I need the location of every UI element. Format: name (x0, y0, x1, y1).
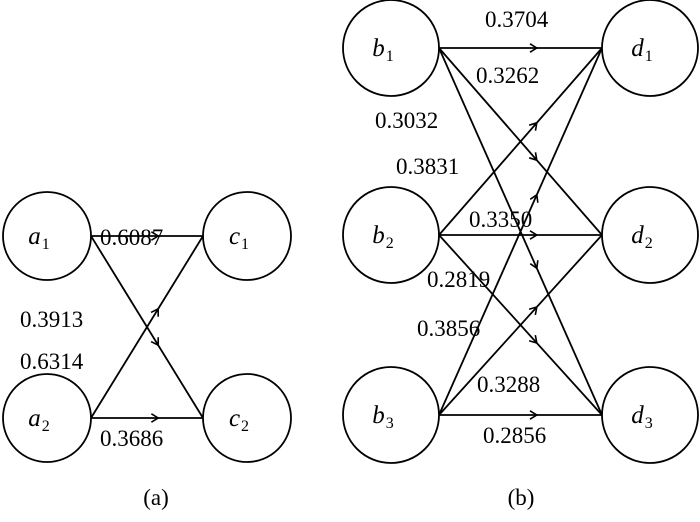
node-letter: a (28, 405, 41, 432)
node-c1: c1 (202, 191, 292, 281)
arrow-icon (529, 193, 539, 203)
node-letter: b (372, 222, 385, 249)
node-d2: d2 (601, 186, 699, 284)
node-circle (342, 186, 440, 284)
edge-weight-label: 0.3913 (20, 307, 83, 332)
node-letter: a (28, 223, 41, 250)
node-letter: d (631, 35, 644, 62)
edge-b3-d1 (438, 47, 603, 416)
edge-weight-label: 0.3032 (375, 108, 438, 133)
arrow-icon (528, 121, 538, 131)
arrow-icon (529, 43, 539, 53)
node-letter: b (372, 402, 385, 429)
edges-layer (90, 43, 603, 423)
arrow-icon (529, 410, 539, 420)
node-label: b2 (372, 222, 394, 252)
node-d3: d3 (601, 366, 699, 464)
node-a2: a2 (2, 373, 92, 463)
node-circle (2, 191, 92, 281)
node-circle (601, 366, 699, 464)
node-c2: c2 (202, 373, 292, 463)
edge-weight-label: 0.3856 (417, 316, 480, 341)
node-letter: d (631, 402, 644, 429)
node-subscript: 2 (386, 235, 394, 252)
node-letter: d (631, 222, 644, 249)
node-label: d2 (631, 222, 653, 252)
arrow-icon (150, 231, 160, 241)
node-label: c2 (229, 405, 249, 435)
node-label: b3 (372, 402, 394, 432)
node-circle (202, 191, 292, 281)
node-d1: d1 (601, 0, 699, 97)
node-subscript: 1 (42, 236, 50, 253)
arrow-icon (528, 305, 538, 316)
node-circle (342, 0, 440, 97)
arrow-icon (150, 307, 160, 317)
node-subscript: 1 (241, 236, 249, 253)
caption-b: (b) (508, 485, 535, 510)
edge-weight-label: 0.2856 (483, 423, 546, 448)
node-circle (2, 373, 92, 463)
node-circle (601, 186, 699, 284)
node-b3: b3 (342, 366, 440, 464)
node-label: b1 (372, 35, 394, 65)
edge-b3-d2 (438, 234, 603, 416)
edge-b2-d1 (438, 47, 603, 236)
edge-weight-label: 0.3704 (485, 7, 549, 32)
node-subscript: 1 (645, 48, 653, 65)
node-subscript: 2 (645, 235, 653, 252)
node-letter: c (229, 405, 240, 432)
node-b1: b1 (342, 0, 440, 97)
weight-labels-layer: 0.6087 0.3913 0.6314 0.3686 0.3704 0.3262 0.30… (20, 7, 549, 451)
arrow-icon (150, 413, 160, 423)
edge-weight-label: 0.3262 (476, 63, 539, 88)
node-subscript: 2 (241, 418, 249, 435)
node-a1: a1 (2, 191, 92, 281)
edge-weight-label: 0.3350 (469, 207, 532, 232)
node-circle (202, 373, 292, 463)
edge-weight-label: 0.3288 (477, 372, 540, 397)
node-subscript: 3 (645, 415, 653, 432)
arrow-icon (150, 337, 160, 347)
node-label: d3 (631, 402, 653, 432)
node-letter: c (229, 223, 240, 250)
node-label: a2 (28, 405, 50, 435)
arrow-icon (529, 230, 539, 240)
arrow-icon (528, 334, 538, 345)
node-circle (342, 366, 440, 464)
node-circle (601, 0, 699, 97)
caption-a: (a) (143, 485, 169, 510)
node-label: a1 (28, 223, 50, 253)
node-label: c1 (229, 223, 249, 253)
edge-weight-label: 0.6314 (20, 349, 84, 374)
node-subscript: 3 (386, 415, 394, 432)
edge-a2-c1 (90, 235, 204, 419)
edge-weight-label: 0.6087 (100, 225, 163, 250)
edge-weight-label: 0.3831 (396, 154, 459, 179)
node-label: d1 (631, 35, 653, 65)
node-letter: b (372, 35, 385, 62)
node-b2: b2 (342, 186, 440, 284)
edge-weight-label: 0.2819 (427, 267, 490, 292)
edge-weight-label: 0.3686 (100, 426, 163, 451)
node-subscript: 1 (386, 48, 394, 65)
arrow-icon (528, 152, 538, 162)
arrow-icon (529, 260, 539, 270)
node-subscript: 2 (42, 418, 50, 435)
